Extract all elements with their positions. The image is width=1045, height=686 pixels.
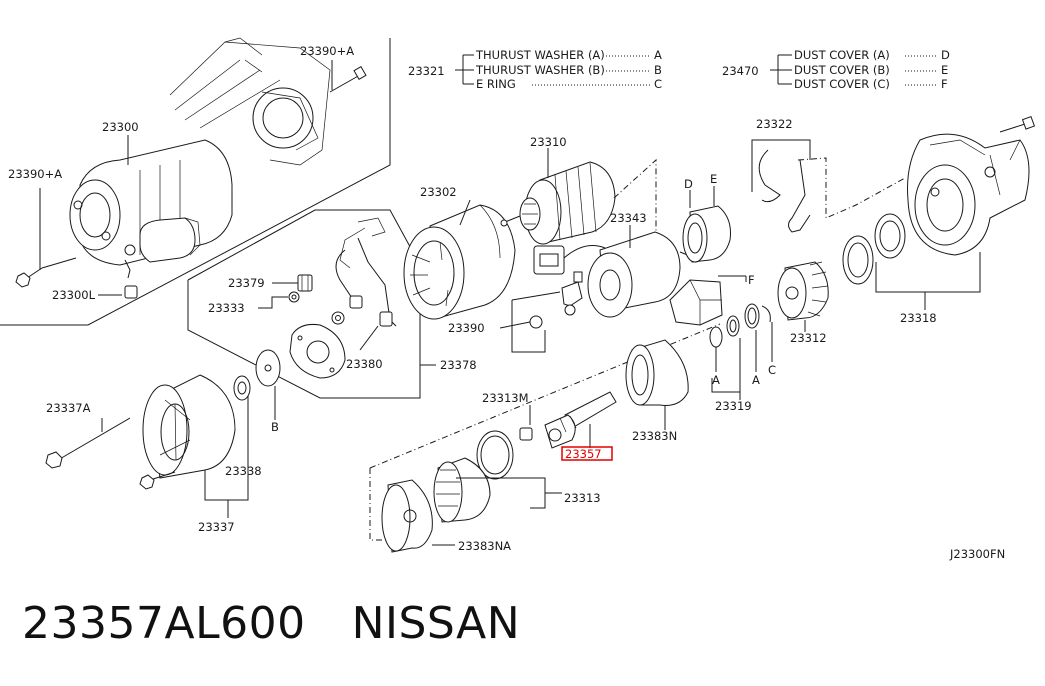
part-number: 23357AL600	[22, 598, 306, 649]
legend-23321-number: 23321	[408, 64, 445, 78]
label-23378: 23378	[440, 358, 477, 372]
label-letter-d: D	[684, 177, 693, 191]
legend-23321-item-a: THURUST WASHER (A)	[475, 48, 605, 62]
label-23379: 23379	[228, 276, 265, 290]
label-letter-a-2: A	[752, 373, 760, 387]
legend-23321-item-c: E RING	[476, 77, 516, 91]
label-23337: 23337	[198, 520, 235, 534]
legend-23470-key-e: E	[941, 63, 948, 77]
label-23333: 23333	[208, 301, 245, 315]
label-letter-b: B	[271, 420, 279, 434]
legend-23470-item-d: DUST COVER (A)	[794, 48, 890, 62]
label-23318: 23318	[900, 311, 937, 325]
label-letter-c: C	[768, 363, 776, 377]
label-23319: 23319	[715, 399, 752, 413]
diagram-ref-code: J23300FN	[949, 547, 1005, 561]
label-23300l: 23300L	[52, 288, 96, 302]
label-23338: 23338	[225, 464, 262, 478]
legend-23470-number: 23470	[722, 64, 759, 78]
label-23322: 23322	[756, 117, 793, 131]
legend-23470-item-e: DUST COVER (B)	[794, 63, 890, 77]
solenoid-23343	[499, 231, 691, 353]
label-23357: 23357	[565, 447, 602, 461]
label-23313m: 23313M	[482, 391, 529, 405]
label-23310: 23310	[530, 135, 567, 149]
callout-labels: 23390+A 23300 23390+A 23300L 23310 23302…	[8, 44, 1005, 561]
legend-23321-key-c: C	[654, 77, 662, 91]
legend-23321-key-a: A	[654, 48, 662, 62]
leader-lines	[98, 60, 806, 351]
gear-train	[369, 323, 721, 553]
yoke-23302	[403, 204, 516, 320]
label-23383na: 23383NA	[458, 539, 511, 553]
rear-cover-23337	[45, 349, 281, 518]
label-23383n: 23383N	[632, 429, 677, 443]
legend-23321-key-b: B	[654, 63, 662, 77]
label-23380: 23380	[346, 357, 383, 371]
pinion-assembly	[709, 115, 1036, 400]
legend-23470-item-f: DUST COVER (C)	[794, 77, 890, 91]
label-23300: 23300	[102, 120, 139, 134]
legend-23470-key-f: F	[941, 77, 948, 91]
highlight-box-23357	[561, 446, 613, 461]
brush-holder-group	[187, 209, 436, 399]
lever-23322	[751, 139, 906, 233]
label-letter-f: F	[748, 273, 755, 287]
label-23313: 23313	[564, 491, 601, 505]
label-23302: 23302	[420, 185, 457, 199]
legend-23321-item-b: THURUST WASHER (B)	[475, 63, 605, 77]
part-caption: 23357AL600 NISSAN	[22, 598, 520, 649]
legend-23470-key-d: D	[941, 48, 950, 62]
legend-23470: 23470 DUST COVER (A) DUST COVER (B) DUST…	[722, 48, 950, 91]
label-23337a: 23337A	[46, 401, 91, 415]
label-23390: 23390	[448, 321, 485, 335]
dust-covers	[669, 186, 747, 326]
label-23312: 23312	[790, 331, 827, 345]
label-letter-a-1: A	[712, 373, 720, 387]
label-23390-a-left: 23390+A	[8, 167, 62, 181]
legend-23321: 23321 THURUST WASHER (A) THURUST WASHER …	[408, 48, 662, 91]
label-letter-e: E	[710, 172, 717, 186]
brand-name: NISSAN	[351, 598, 521, 649]
label-23343: 23343	[610, 211, 647, 225]
assembly-inset	[0, 37, 391, 326]
label-23390-a-top: 23390+A	[300, 44, 354, 58]
